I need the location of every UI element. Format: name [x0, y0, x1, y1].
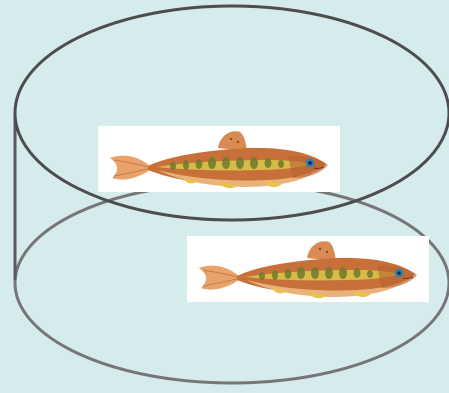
fish-icon: [187, 236, 429, 302]
fish-card-upper: [98, 126, 340, 192]
fish-card-lower: [187, 236, 429, 302]
fish-icon: [98, 126, 340, 192]
